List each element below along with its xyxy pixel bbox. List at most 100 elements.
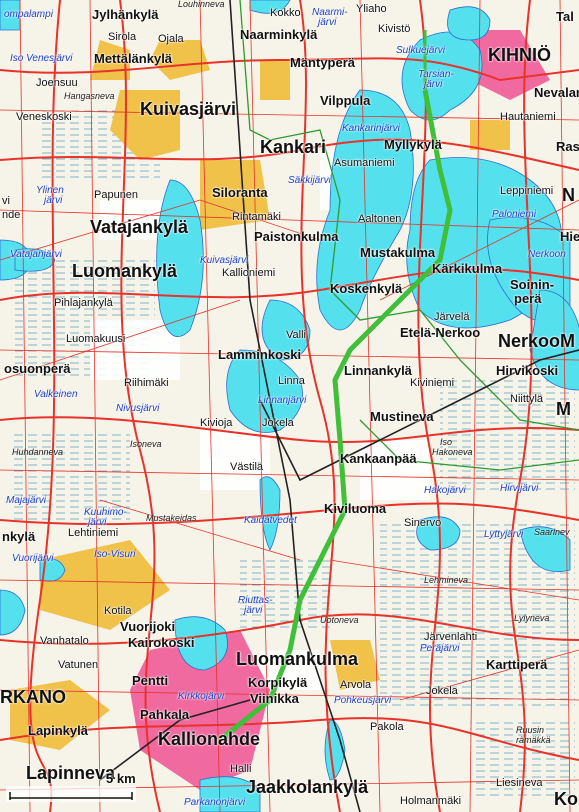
marsh-label: Mustakeidas xyxy=(146,513,197,523)
railway xyxy=(99,0,579,812)
place-label: Valli xyxy=(286,329,306,341)
place-label: Vilppula xyxy=(320,93,371,108)
lake-label: Kuivasjärvi xyxy=(200,255,249,266)
lake-label: Valkeinen xyxy=(34,389,78,400)
lake-label: Pohkeusjärvi xyxy=(334,695,392,706)
place-label-major-town: RKANO xyxy=(0,687,66,707)
place-label: Västilä xyxy=(230,461,264,473)
place-label-major-town: Vatajankylä xyxy=(90,217,189,237)
place-label: Yliaho xyxy=(356,3,387,15)
place-label-major-town: Kuivasjärvi xyxy=(140,99,237,119)
place-label-major-town: Ko xyxy=(554,789,578,809)
place-label: Joensuu xyxy=(36,77,78,89)
marsh-label: Lehmineva xyxy=(424,575,469,585)
lake-label: Iso-Visuri xyxy=(94,549,136,560)
place-label: Etelä-Nerkoo xyxy=(400,325,481,340)
marsh-label: Hangasneva xyxy=(64,91,115,101)
place-label: Ojala xyxy=(158,33,184,45)
place-label: Liesineva xyxy=(496,777,543,789)
lake-label: järvi xyxy=(244,605,263,616)
place-label: Koskenkylä xyxy=(330,281,403,296)
place-label: Kankaanpää xyxy=(340,451,417,466)
lake-label: ompalampi xyxy=(4,9,53,20)
place-label: Kiviniemi xyxy=(410,377,455,389)
place-label: Pentti xyxy=(132,673,169,688)
place-label-major-town: M xyxy=(556,399,571,419)
place-label: Hie xyxy=(560,229,579,244)
place-label: Leppiniemi xyxy=(500,185,554,197)
place-label: Sirola xyxy=(108,31,137,43)
lake-label: Parkanonjärvi xyxy=(184,797,246,808)
lake-label: Hakojärvi xyxy=(424,485,466,496)
lake-label: Kirkkojärvi xyxy=(178,691,225,702)
place-label-major-town: Luomankulma xyxy=(236,649,359,669)
place-label-major-town: Nerkoo xyxy=(498,331,561,351)
place-label: Arvola xyxy=(340,679,372,691)
place-label: Veneskoski xyxy=(16,111,72,123)
place-label: Pahkala xyxy=(140,707,190,722)
place-label: Riihimäki xyxy=(124,377,169,389)
marsh-label: Iso xyxy=(440,437,453,447)
place-label: Järvenlahti xyxy=(424,631,478,643)
place-label: vi xyxy=(2,195,10,207)
place-label-major-town: Kallionahde xyxy=(158,729,261,749)
place-label: Mettälänkylä xyxy=(94,51,173,66)
place-label: Pakola xyxy=(370,721,404,733)
place-label: Niittylä xyxy=(510,393,544,405)
place-label: Kivioja xyxy=(200,417,233,429)
place-label: Lapinkylä xyxy=(28,723,88,738)
place-label: Mustineva xyxy=(370,409,434,424)
place-label: Vanhatalo xyxy=(40,635,89,647)
scale-bar: 5 km xyxy=(6,770,176,806)
place-label: Halli xyxy=(230,763,252,775)
place-label: Paistonkulma xyxy=(254,229,339,244)
place-label: osuonperä xyxy=(4,361,71,376)
highlighted-route xyxy=(218,89,453,742)
place-label: Aaltonen xyxy=(358,213,402,225)
lake-label: Majajärvi xyxy=(6,495,47,506)
place-label: Mustakulma xyxy=(360,245,436,260)
place-label: Hautaniemi xyxy=(500,111,556,123)
marsh-label: Ruusin xyxy=(516,725,545,735)
place-label: Kotila xyxy=(104,605,132,617)
lake-label: Riuttas- xyxy=(238,595,273,606)
place-label: Korpikylä xyxy=(248,675,308,690)
lake-label: järvi xyxy=(424,79,443,90)
place-label: nkylä xyxy=(2,529,36,544)
lake-label: Tarsian- xyxy=(418,69,454,80)
lake-label: Hirvijärvi xyxy=(500,483,539,494)
place-label: Kivistö xyxy=(378,23,411,35)
lake-label: Sulkuejärvi xyxy=(396,45,445,56)
lake-label: Peräjärvi xyxy=(420,643,460,654)
lake-label: Kuuhimo- xyxy=(84,507,127,518)
place-label: Jokela xyxy=(426,685,458,697)
lake-label: Paloniemi xyxy=(492,209,536,220)
place-label: Myllykylä xyxy=(384,137,442,152)
place-label: Kiviluoma xyxy=(324,501,387,516)
place-label: Papunen xyxy=(94,189,139,201)
lake-label: Lyttyjärvi xyxy=(484,529,524,540)
place-label: Hirvikoski xyxy=(496,363,559,378)
place-label-major-town: N xyxy=(562,185,575,205)
place-label: Tal xyxy=(556,9,574,24)
lake-label: Nerkoon xyxy=(528,249,566,260)
place-label: Nevalan xyxy=(534,85,579,100)
place-label: Sinervo xyxy=(404,517,442,529)
place-label: Jylhänkylä xyxy=(92,7,159,22)
urban-areas xyxy=(10,40,510,750)
place-label: Viinikka xyxy=(250,691,299,706)
lake-label: Naarmi- xyxy=(312,7,348,18)
place-label-major-town: Luomankylä xyxy=(72,261,178,281)
place-label: Siloranta xyxy=(212,185,268,200)
scale-bar-graphic xyxy=(6,786,136,802)
lake-label: Kankarinjärvi xyxy=(342,123,400,134)
marsh-label: Lylyneva xyxy=(514,613,550,623)
place-label: perä xyxy=(514,291,542,306)
place-label: Vuorijoki xyxy=(120,619,176,634)
place-label: Rintamäki xyxy=(232,211,281,223)
place-label: Holmanmäki xyxy=(400,795,462,807)
place-label: Kairokoski xyxy=(128,635,195,650)
place-label-major-town: KIHNIÖ xyxy=(488,45,551,65)
